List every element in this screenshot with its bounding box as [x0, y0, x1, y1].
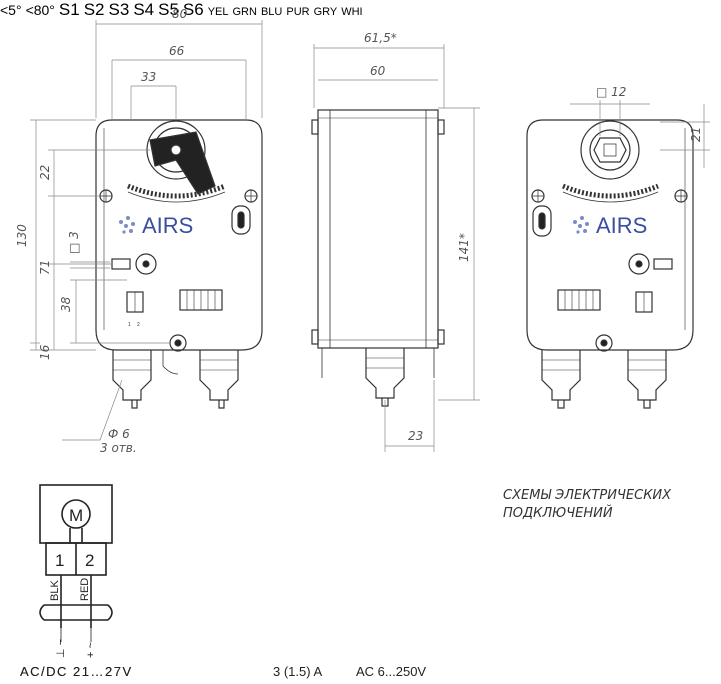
side-view	[311, 109, 445, 407]
motor-terminal-1: 1	[55, 551, 64, 570]
term-s5: S5	[158, 0, 179, 19]
front-dimensions	[30, 20, 263, 441]
dim-22: 22	[38, 165, 52, 180]
dim-23: 23	[408, 429, 423, 443]
polarity-minus: ⊥ −	[55, 639, 67, 658]
rear-view	[526, 119, 694, 409]
schema-caption: СХЕМЫ ЭЛЕКТРИЧЕСКИХ ПОДКЛЮЧЕНИЙ	[503, 487, 671, 523]
wire-grn: GRN	[232, 6, 257, 18]
term-s6: S6	[182, 0, 204, 19]
term-s4: S4	[133, 0, 155, 19]
caption-line-1: СХЕМЫ ЭЛЕКТРИЧЕСКИХ	[503, 488, 672, 503]
wire-blk: BLK	[49, 580, 61, 601]
polarity-plus: + ~	[85, 642, 97, 658]
front-motor-term-2: 2	[137, 322, 140, 328]
motor-supply-text: AC/DC 21…27V	[20, 664, 133, 679]
rear-logo-dots	[573, 216, 589, 234]
motor-symbol: M	[69, 506, 83, 525]
motor-terminal-2: 2	[85, 551, 94, 570]
wire-yel: YEL	[207, 6, 229, 18]
motor-schema	[39, 484, 113, 642]
dim-sq12: □ 12	[596, 85, 626, 99]
motor-supply: AC/DC 21…27V	[20, 664, 133, 679]
side-dimensions	[313, 44, 480, 452]
switch-voltage: AC 6...250V	[356, 664, 427, 679]
dim-66: 66	[169, 44, 185, 58]
term-s1: S1	[58, 0, 80, 19]
wire-pur: PUR	[286, 6, 310, 18]
wire-gry: GRY	[313, 6, 338, 18]
rear-logo: AIRS	[596, 213, 647, 238]
rear-dimensions	[570, 100, 710, 168]
term-s2: S2	[83, 0, 105, 19]
wire-red: RED	[79, 578, 91, 601]
dim-33: 33	[141, 70, 156, 84]
dim-16: 16	[38, 344, 52, 360]
switch1-angle: <5°	[0, 2, 22, 18]
dim-141: 141*	[457, 233, 471, 262]
dim-61-5: 61,5*	[364, 31, 397, 45]
wire-blu: BLU	[260, 6, 283, 18]
dim-60: 60	[370, 64, 386, 78]
term-s3: S3	[108, 0, 130, 19]
switch-current: 3 (1.5) A	[273, 664, 323, 679]
front-view	[95, 119, 263, 409]
dim-hole-count: 3 отв.	[100, 441, 137, 455]
caption-line-2: ПОДКЛЮЧЕНИЙ	[503, 506, 613, 521]
dim-38: 38	[59, 296, 73, 312]
dim-hole: Ф 6	[108, 427, 130, 441]
dim-130: 130	[15, 224, 29, 247]
dim-80: 80	[172, 7, 188, 21]
front-motor-term-1: 1	[128, 322, 131, 328]
front-logo: AIRS	[142, 213, 193, 238]
switch2-angle: <80°	[25, 2, 55, 18]
dim-21: 21	[689, 127, 703, 142]
dim-71: 71	[38, 260, 52, 275]
wire-whi: WHI	[341, 6, 363, 18]
front-logo-dots	[119, 216, 135, 234]
dim-sq3: □ 3	[67, 231, 81, 254]
